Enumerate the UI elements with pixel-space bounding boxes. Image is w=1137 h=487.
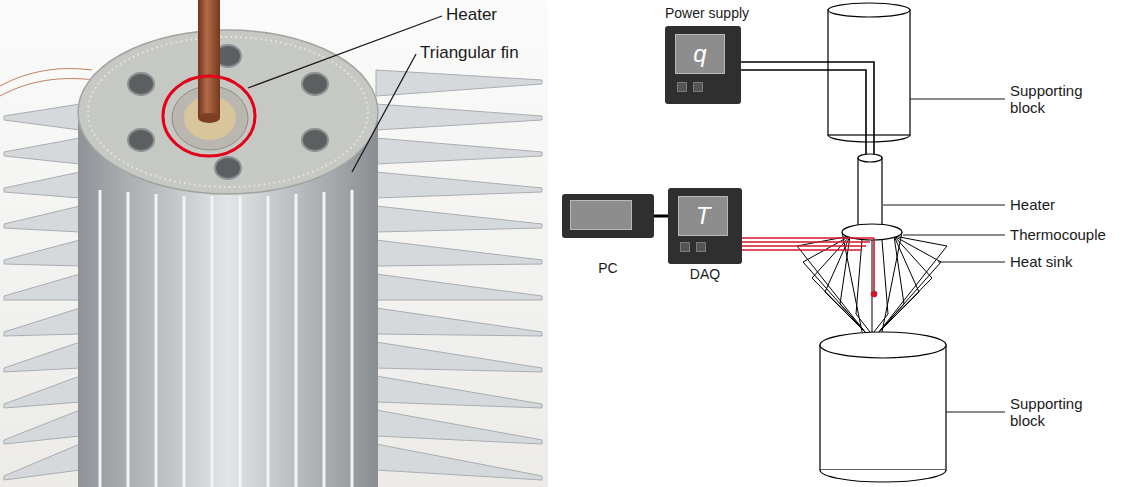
part-label: Supporting block bbox=[1010, 395, 1096, 429]
cable-connector bbox=[654, 215, 668, 218]
leader-line bbox=[248, 16, 442, 88]
device-screen bbox=[570, 200, 632, 230]
part-label: Heater bbox=[1010, 196, 1055, 213]
device-button bbox=[693, 82, 703, 92]
heat-sink-photo bbox=[0, 0, 548, 487]
device-button bbox=[680, 242, 690, 252]
thermocouple-wires bbox=[741, 238, 877, 297]
device-label: DAQ bbox=[668, 266, 742, 283]
pc-box: PC bbox=[562, 194, 654, 238]
leader-line bbox=[352, 54, 416, 172]
device-button bbox=[677, 82, 687, 92]
device-button bbox=[696, 242, 706, 252]
device-label: PC bbox=[562, 260, 654, 277]
setup-schematic bbox=[741, 3, 947, 482]
device-screen: T bbox=[678, 196, 728, 236]
device-label: Power supply bbox=[665, 5, 749, 22]
part-label: Thermocouple bbox=[1010, 226, 1106, 243]
power-supply-box: qPower supply bbox=[665, 26, 741, 104]
part-label: Heat sink bbox=[1010, 253, 1073, 270]
daq-box: TDAQ bbox=[668, 188, 742, 264]
device-screen: q bbox=[675, 34, 725, 74]
display-symbol: T bbox=[696, 204, 711, 228]
part-label: Heater bbox=[446, 6, 497, 23]
part-label: Supporting block bbox=[1010, 82, 1096, 116]
display-symbol: q bbox=[693, 42, 706, 66]
leader-line bbox=[883, 99, 1005, 412]
part-label: Triangular fin bbox=[420, 44, 519, 61]
